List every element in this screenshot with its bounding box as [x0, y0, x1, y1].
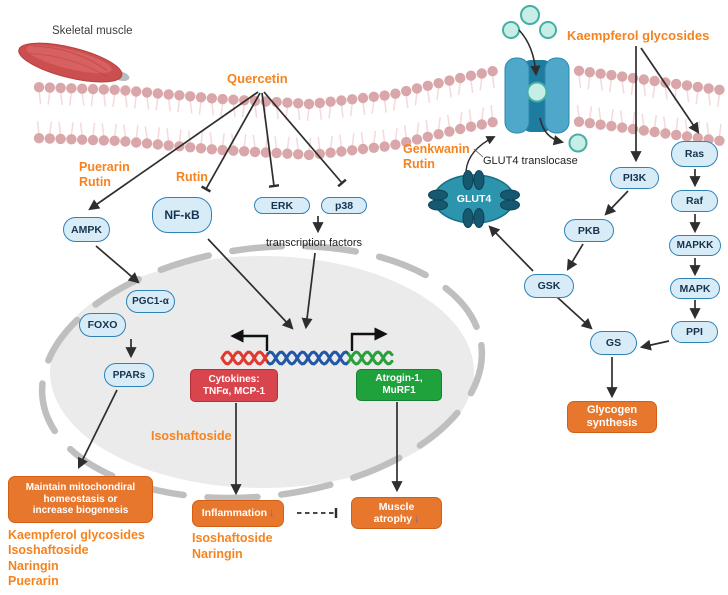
isoshaftoside-line: Isoshaftoside [192, 531, 273, 545]
skeletal-muscle-label: Skeletal muscle [52, 25, 133, 37]
list-puerarin: Puerarin [8, 573, 59, 588]
node-p38: p38 [321, 197, 367, 214]
cell-membrane [33, 65, 725, 161]
membrane-channel [504, 57, 570, 134]
cytokines-line1: Cytokines: [208, 373, 260, 385]
arrow-ampk-pgc1a [95, 245, 140, 284]
maintain-mitochondrial-box: Maintain mitochondiral homeostasis or in… [8, 476, 153, 523]
genkwanin-line: Genkwanin [403, 142, 470, 156]
arrow-glucose-out [539, 117, 565, 146]
node-mapkk: MAPKK [669, 235, 721, 256]
rutin-line: Rutin [79, 175, 111, 189]
maintain-line1: Maintain mitochondiral [25, 481, 136, 493]
inhibit-quercetin-nfkb [200, 92, 261, 193]
node-raf: Raf [671, 190, 718, 212]
node-erk: ERK [254, 197, 310, 214]
list-isoshaftoside: Isoshaftoside [8, 543, 89, 558]
atrophy-line1: Muscle [378, 500, 415, 513]
atrophy-line2-wrap: atrophy ↓ [374, 513, 420, 525]
node-gsk: GSK [524, 274, 574, 298]
atrogin-line1: Atrogin-1, [375, 373, 423, 384]
node-pkb: PKB [564, 219, 614, 242]
list-naringin: Naringin [8, 558, 59, 573]
translocase-label-line [473, 148, 484, 158]
atrogin-box: Atrogin-1, MuRF1 [356, 369, 442, 401]
arrow-glucose-in [518, 29, 541, 77]
glut4-protein-label: GLUT4 [456, 193, 492, 205]
isoshaftoside-label: Isoshaftoside [151, 429, 232, 443]
node-ras: Ras [671, 141, 718, 167]
node-nfkb: NF-κB [152, 197, 212, 233]
arrow-tf-dna [301, 252, 316, 330]
node-pgc1a: PGC1-α [126, 290, 175, 313]
transcription-factors-label: transcription factors [266, 237, 362, 249]
pathway-arrows [77, 46, 701, 519]
bottom-left-compound-list: Kaempferol glycosides Isoshaftoside Nari… [8, 528, 145, 589]
glut4-translocase-label: GLUT4 translocase [483, 155, 578, 167]
arrow-quercetin-ampk [88, 91, 259, 211]
naringin-line: Naringin [192, 546, 243, 561]
inflammation-down-icon: ↓ [269, 507, 275, 520]
node-gs: GS [590, 331, 637, 355]
glut4-protein [428, 170, 520, 228]
list-kaempferol: Kaempferol glycosides [8, 528, 145, 542]
glycogen-line2: synthesis [586, 417, 638, 429]
atrophy-line2: atrophy [373, 513, 413, 525]
rutin-line2: Rutin [403, 157, 435, 171]
quercetin-label: Quercetin [227, 71, 288, 86]
arrow-nfkb-dna [207, 238, 294, 330]
cytokines-line2: TNFα, MCP-1 [202, 385, 266, 397]
glycogen-synthesis-box: Glycogen synthesis [567, 401, 657, 433]
genkwanin-rutin-label: Genkwanin Rutin [403, 142, 470, 172]
arrow-ppars-maintain [77, 389, 118, 469]
atrophy-down-icon: ↓ [414, 513, 420, 525]
inflammation-box: Inflammation ↓ [192, 500, 284, 527]
isoshaftoside-naringin-list: Isoshaftoside Naringin [192, 531, 273, 562]
atrogin-line2: MuRF1 [382, 385, 416, 396]
inhibit-quercetin-p38 [263, 91, 347, 188]
arrow-pkb-gsk [566, 243, 584, 271]
transcription-arrow-left [230, 329, 269, 351]
dna-helix [220, 350, 394, 366]
arrow-kaempferol-ras [640, 47, 700, 134]
arrow-ppi-gs [639, 339, 670, 351]
maintain-line3: increase biogenesis [32, 505, 129, 517]
node-pi3k: PI3K [610, 167, 659, 189]
arrow-gsk-gs [556, 296, 593, 330]
node-ppars: PPARs [104, 363, 154, 387]
inflammation-text: Inflammation [201, 507, 268, 520]
node-mapk: MAPK [670, 278, 720, 299]
puerarin-rutin-label: Puerarin Rutin [79, 160, 130, 190]
arrow-glut4-to-membrane [465, 136, 496, 172]
node-ppi: PPI [671, 321, 718, 343]
glycogen-line1: Glycogen [586, 404, 638, 417]
arrow-pi3k-pkb [604, 190, 629, 216]
glucose-in-channel [526, 81, 548, 103]
rutin-mid-label: Rutin [176, 170, 208, 184]
glucose-molecules [502, 5, 588, 153]
maintain-line2: homeostasis or [43, 493, 118, 505]
inhibit-quercetin-erk [261, 92, 280, 188]
node-foxo: FOXO [79, 313, 126, 337]
transcription-arrow-right [350, 327, 388, 351]
cytokines-box: Cytokines: TNFα, MCP-1 [190, 369, 278, 402]
arrow-gsk-glut4 [488, 225, 534, 272]
node-ampk: AMPK [63, 217, 110, 242]
skeletal-muscle-icon [18, 42, 130, 83]
kaempferol-glycosides-label: Kaempferol glycosides [567, 28, 710, 43]
muscle-atrophy-box: Muscle atrophy ↓ [351, 497, 442, 529]
puerarin-line: Puerarin [79, 160, 130, 174]
